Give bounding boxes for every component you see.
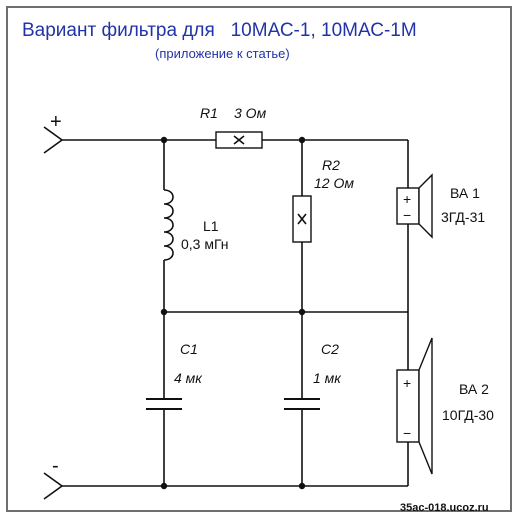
inductor-l1 — [163, 189, 174, 261]
l1-ref: L1 — [203, 218, 219, 234]
speaker-ba2 — [396, 337, 433, 475]
ba1-plus-sign: + — [403, 191, 411, 207]
l1-value: 0,3 мГн — [181, 236, 229, 252]
page-title: Вариант фильтра для 10МАС-1, 10МАС-1М — [22, 20, 417, 41]
r2-value: 12 Ом — [314, 175, 354, 191]
r1-ref: R1 — [200, 105, 218, 121]
capacitor-c1 — [146, 398, 182, 410]
input-terminal-plus — [43, 126, 164, 154]
junction-node — [298, 482, 306, 490]
ba1-ref: ВА 1 — [450, 185, 480, 201]
ba2-ref: ВА 2 — [459, 381, 489, 397]
minus-sign: - — [52, 455, 59, 477]
r2-ref: R2 — [322, 157, 340, 173]
resistor-r1 — [215, 131, 263, 149]
capacitor-c2 — [284, 398, 320, 410]
c1-ref: C1 — [180, 341, 198, 357]
input-terminal-minus — [43, 472, 408, 500]
ba1-minus-sign: − — [403, 207, 411, 223]
page-subtitle: (приложение к статье) — [155, 46, 290, 61]
plus-sign: + — [50, 111, 62, 133]
ba2-minus-sign: − — [403, 425, 411, 441]
speaker-ba1 — [396, 173, 433, 239]
ba1-value: 3ГД-31 — [441, 209, 485, 225]
c2-ref: C2 — [321, 341, 339, 357]
junction-node — [160, 482, 168, 490]
r1-value: 3 Ом — [234, 105, 267, 121]
c1-value: 4 мк — [174, 370, 203, 386]
watermark-text: 35ac-018.ucoz.ru — [400, 502, 489, 514]
c2-value: 1 мк — [313, 370, 342, 386]
resistor-r2 — [292, 195, 312, 243]
ba2-value: 10ГД-30 — [442, 407, 494, 423]
ba2-plus-sign: + — [403, 375, 411, 391]
